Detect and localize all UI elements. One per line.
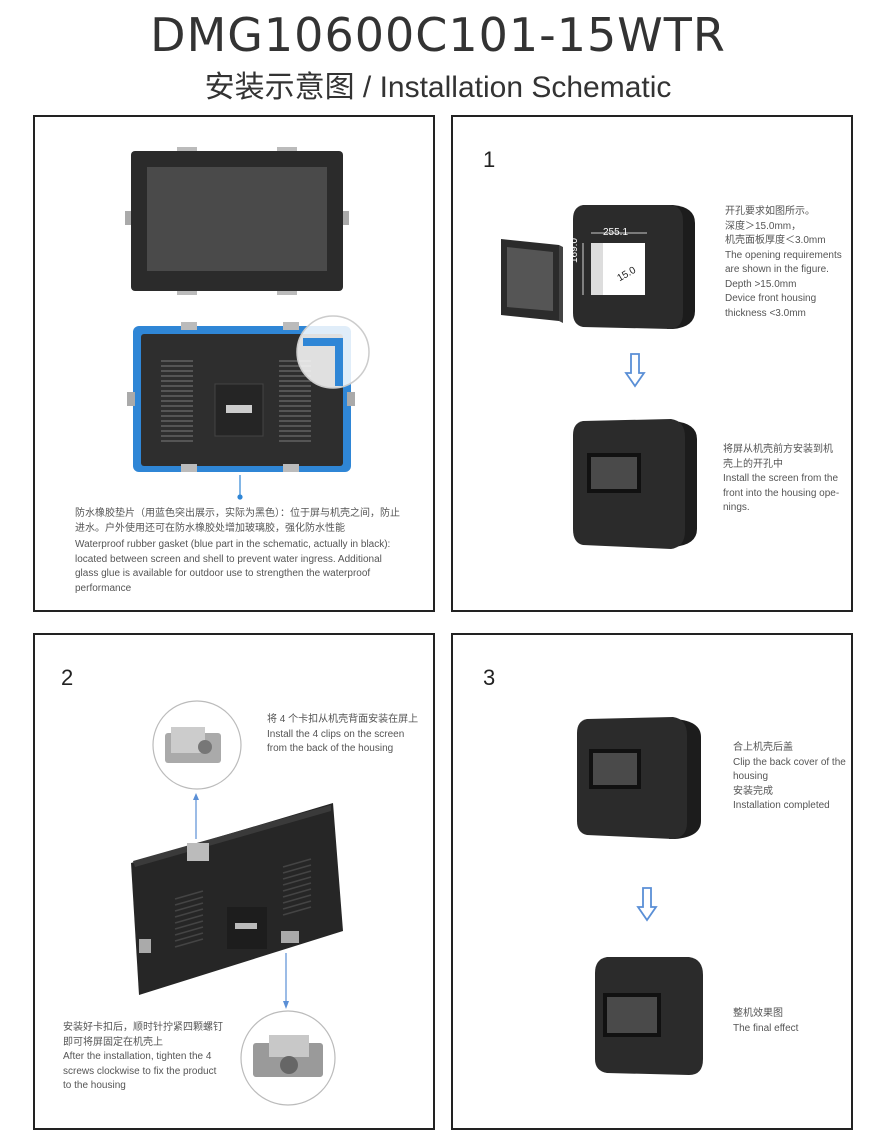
clip-pointer-up	[193, 793, 199, 839]
clip-pointer-down	[283, 953, 289, 1009]
install-screen-text: 将屏从机壳前方安装到机 壳上的开孔中 Install the screen fr…	[723, 444, 840, 513]
gasket-back-illustration	[127, 315, 370, 472]
screw-tighten-text: 安装好卡扣后，顺时针拧紧四颗螺钉 即可将屏固定在机壳上 After the in…	[63, 1022, 223, 1091]
panel-step-3: 3 合上机壳后盖 Clip the back cover of the hous…	[451, 633, 853, 1130]
dim-width-label: 255.1	[603, 227, 629, 238]
step-number: 1	[483, 147, 496, 172]
down-arrow-icon	[636, 887, 658, 922]
page-subtitle: 安装示意图 / Installation Schematic	[204, 71, 672, 104]
front-device-illustration	[125, 147, 349, 295]
gasket-text-en: Waterproof rubber gasket (blue part in t…	[75, 539, 391, 594]
housing-with-screen	[573, 419, 697, 549]
gasket-text-cn: 防水橡胶垫片（用蓝色突出展示，实际为黑色）：位于屏与机壳之间，防止 进水。户外使…	[75, 508, 400, 534]
screen-side-illustration	[501, 239, 563, 323]
housing-with-opening	[573, 205, 695, 329]
back-cover-text: 合上机壳后盖 Clip the back cover of the housin…	[733, 742, 846, 811]
step-number: 3	[483, 665, 496, 690]
screen-back-illustration	[131, 803, 343, 995]
down-arrow-icon	[624, 353, 646, 388]
clip-detail-top	[152, 700, 242, 790]
housing-back-cover	[577, 717, 701, 839]
clip-install-text: 将 4 个卡扣从机壳背面安装在屏上 Install the 4 clips on…	[267, 714, 419, 754]
clip-detail-bottom	[240, 1010, 336, 1106]
model-title: DMG10600C101-15WTR	[150, 8, 726, 62]
panel-gasket: 防水橡胶垫片（用蓝色突出展示，实际为黑色）：位于屏与机壳之间，防止 进水。户外使…	[33, 115, 435, 612]
final-effect-text: 整机效果图 The final effect	[733, 1008, 799, 1034]
panel-step-1: 1 255.1 169.0 15.0 开孔要求如图所示。 深度＞15.0mm， …	[451, 115, 853, 612]
dim-height-label: 169.0	[569, 237, 580, 263]
opening-requirements-text: 开孔要求如图所示。 深度＞15.0mm， 机壳面板厚度＜3.0mm The op…	[725, 206, 842, 319]
gasket-pointer	[237, 475, 243, 500]
panel-step-2: 2 将 4 个卡扣从机壳背面安装在屏上 Install the 4 clips …	[33, 633, 435, 1130]
final-effect-device	[595, 957, 703, 1075]
step-number: 2	[61, 665, 74, 690]
